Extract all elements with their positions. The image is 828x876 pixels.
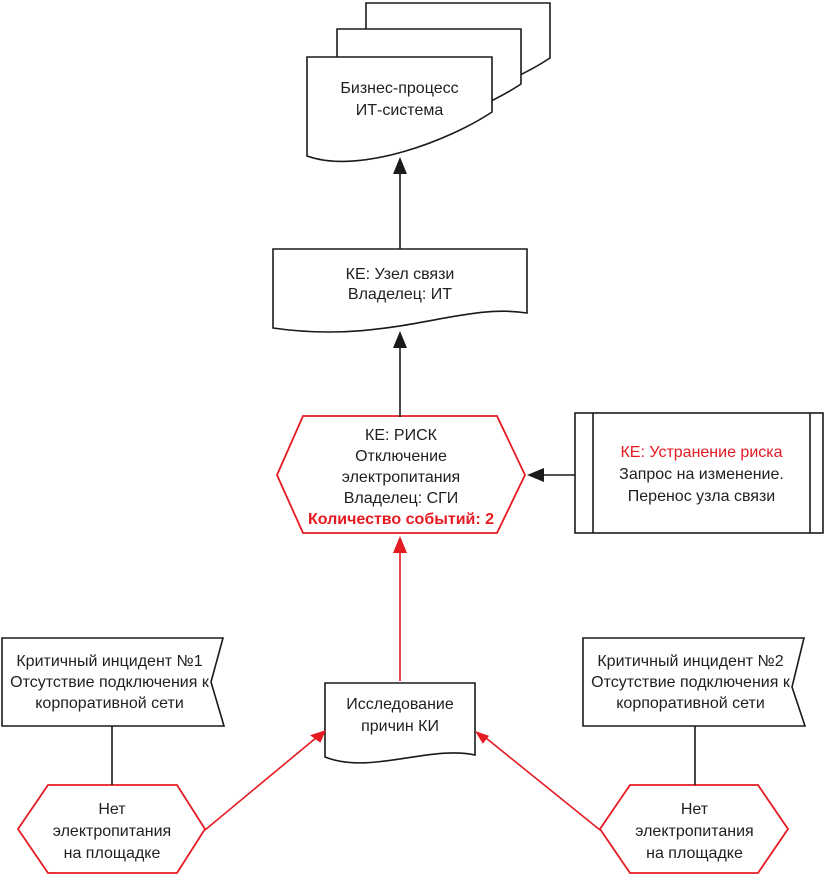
document-shape-business-process: [306, 56, 493, 163]
arrowhead-risk-to-ke: [393, 331, 407, 348]
arrowhead-fix-to-risk: [527, 468, 544, 482]
document-shape-ke-node: [272, 248, 528, 333]
card-shape-incident-2: [582, 637, 807, 727]
arrowhead-no-power-2-to-research: [475, 731, 489, 744]
process-box-shape-fix: [574, 412, 824, 534]
arrow-no-power-2-to-research: [485, 737, 601, 831]
arrowhead-research-to-risk: [393, 536, 407, 553]
hexagon-shape-no-power-2: [598, 784, 790, 874]
hexagon-shape-risk: [276, 415, 526, 534]
arrowhead-ke-to-business: [393, 157, 407, 174]
arrow-no-power-1-to-research: [204, 736, 318, 831]
card-shape-incident-1: [1, 637, 226, 727]
document-shape-research: [324, 682, 476, 764]
arrowhead-no-power-1-to-research: [310, 730, 326, 743]
hexagon-shape-no-power-1: [16, 784, 207, 874]
